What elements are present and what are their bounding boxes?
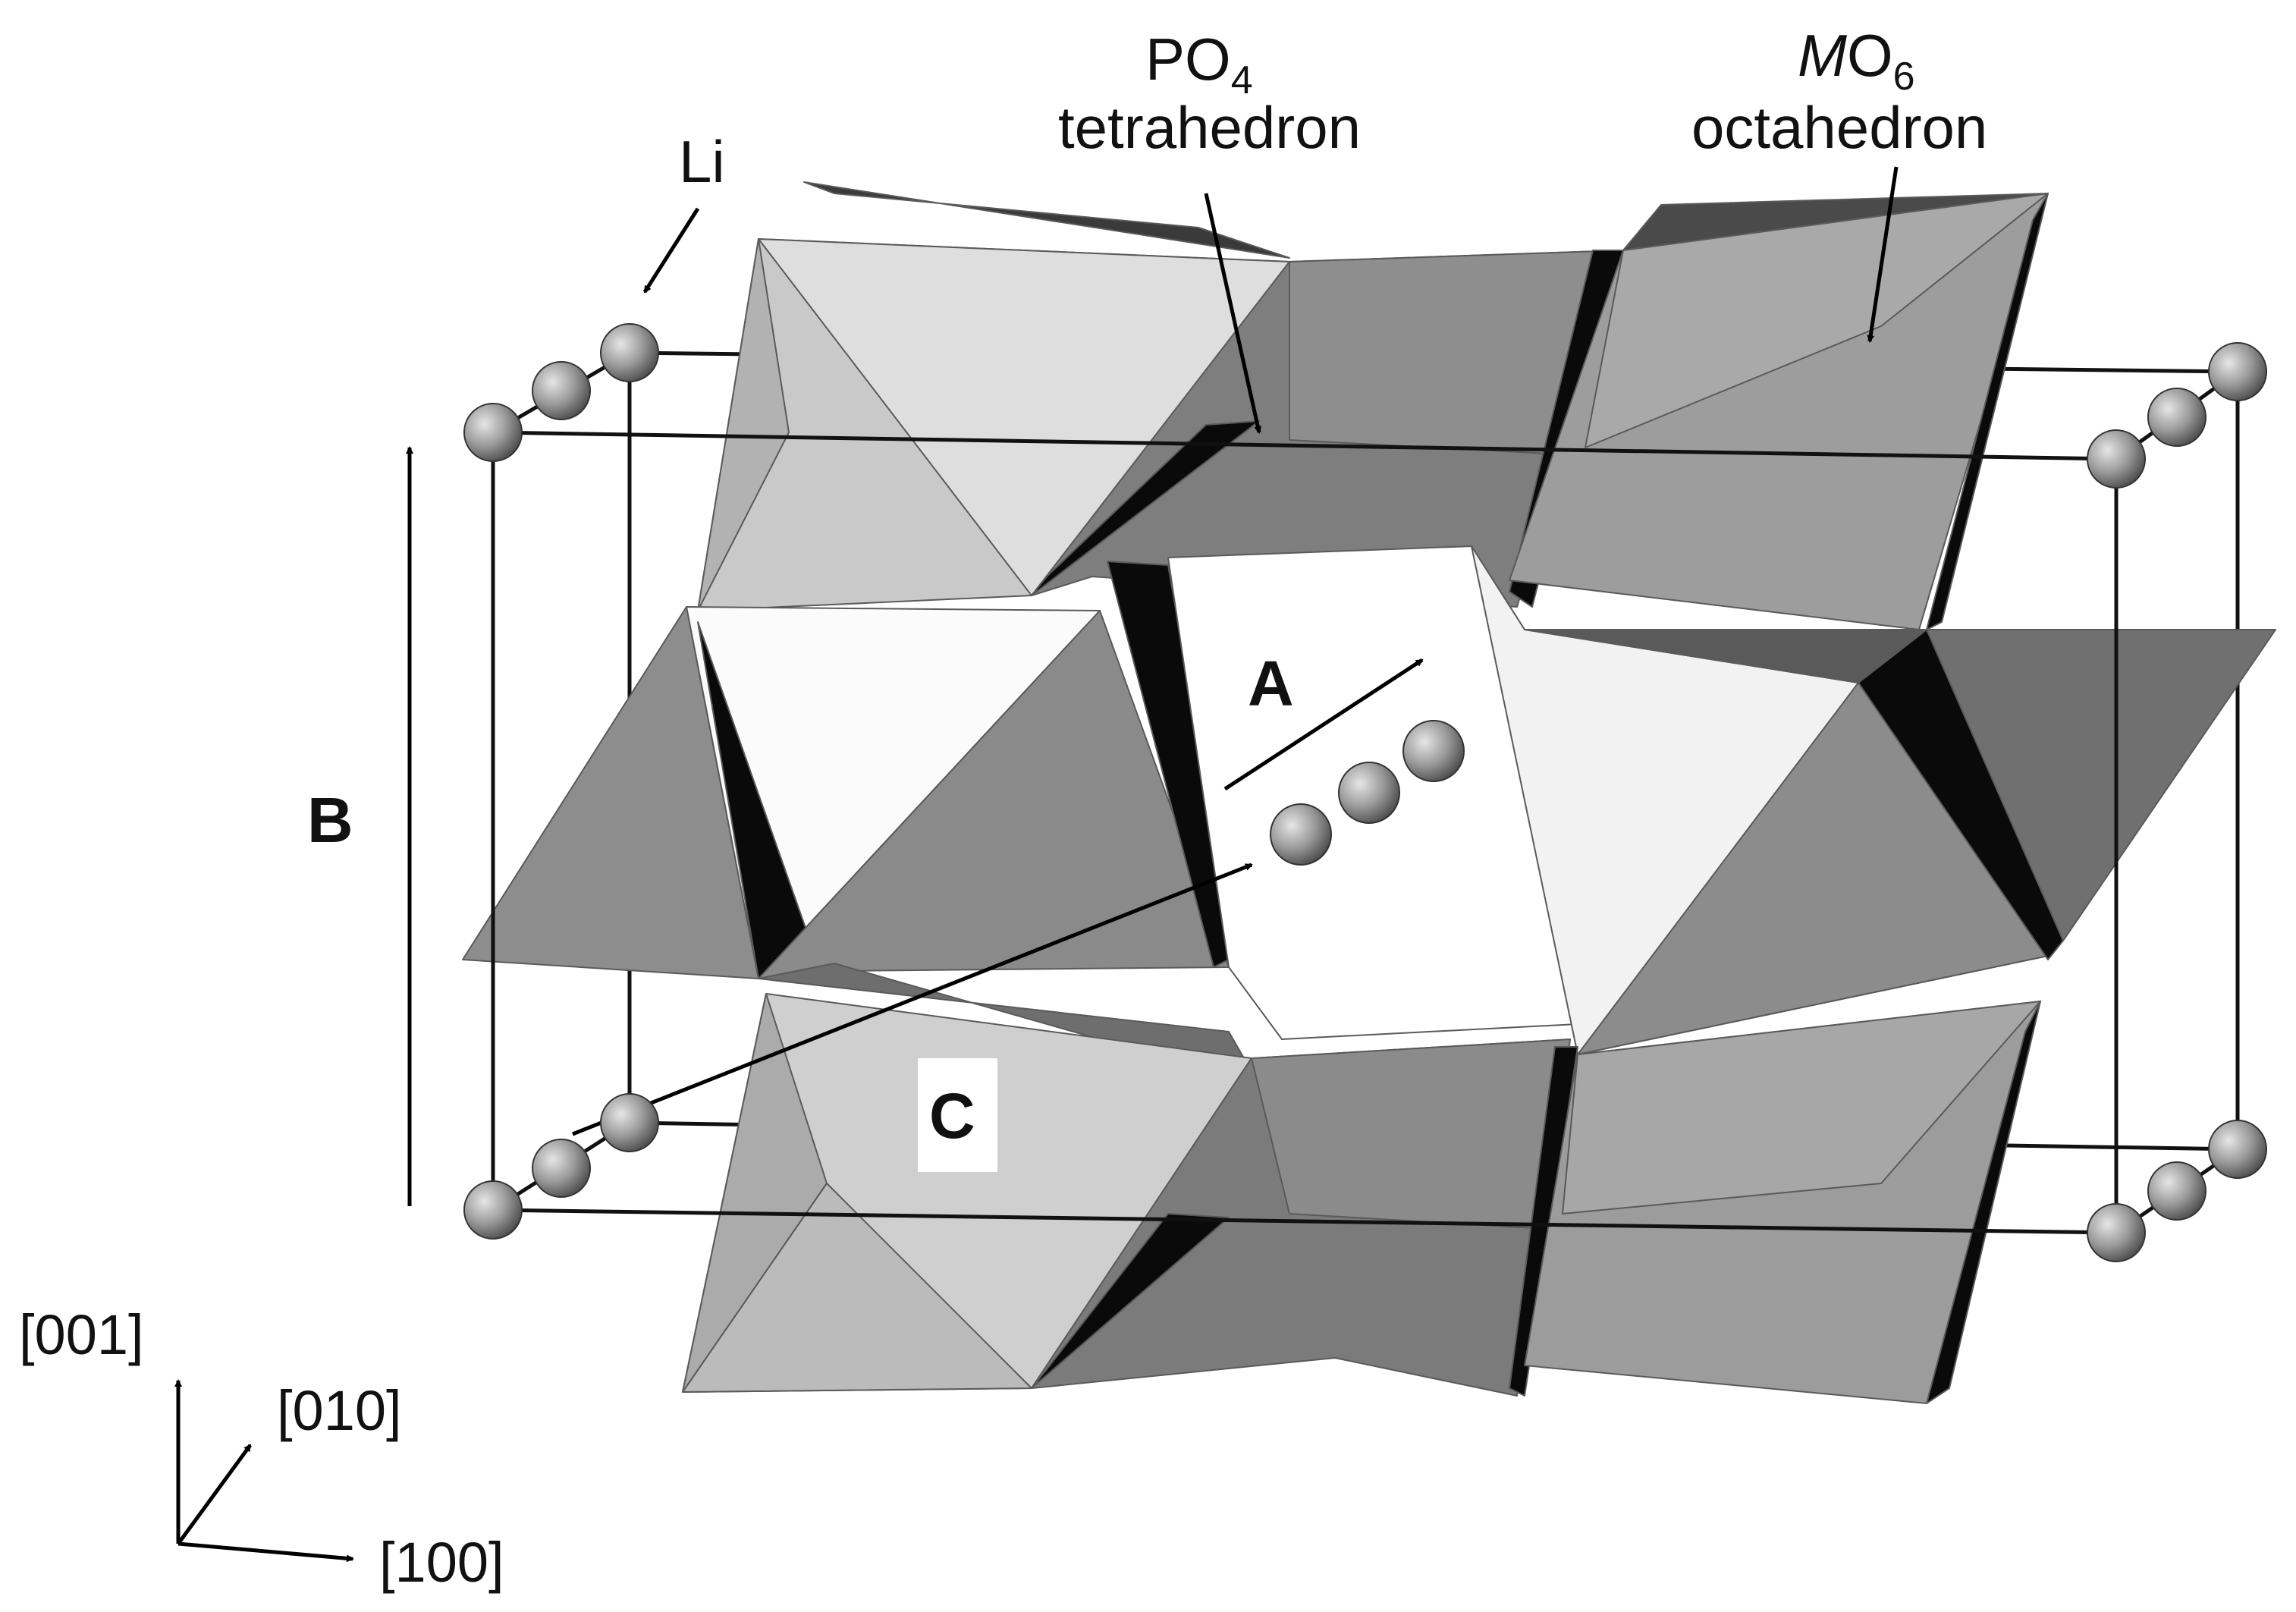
label-po4: PO4 [1145, 26, 1253, 102]
li-atom [2087, 1203, 2146, 1262]
mo6-pointer-arrow [1867, 166, 1899, 343]
arrow-a [1223, 658, 1424, 791]
li-atom [463, 1180, 523, 1240]
octahedron-bottom-middle-shadow [1509, 1046, 1578, 1397]
axis-indicator [174, 1379, 354, 1563]
axis-label-010: [010] [277, 1379, 402, 1442]
axis-label-100: [100] [379, 1531, 504, 1594]
li-atom [463, 403, 523, 462]
label-c: C [929, 1080, 975, 1152]
li-atom [600, 323, 659, 382]
polyhedra-layer [462, 181, 2276, 1404]
octahedron-bottom-middle-face2 [1251, 1039, 1571, 1230]
li-atom [1270, 803, 1332, 866]
axis-010-arrow [176, 1444, 253, 1545]
li-atom [532, 1139, 591, 1198]
label-mo6-m: M [1798, 22, 1847, 89]
li-atom [2147, 1161, 2206, 1221]
octahedron-bottom-right-shadow [1926, 1001, 2041, 1404]
arrow-c [572, 863, 1253, 1136]
label-a: A [1248, 648, 1294, 719]
label-li: Li [679, 128, 725, 195]
axis-100-arrow [177, 1541, 354, 1563]
axis-label-001: [001] [19, 1303, 144, 1366]
octahedron-bottom-left-face3 [682, 1183, 1032, 1393]
li-atom [1338, 762, 1400, 824]
po4-pointer-arrow [1204, 193, 1262, 434]
li-atoms [463, 323, 2267, 1262]
li-atom [1402, 720, 1465, 782]
octahedron-bottom-middle-shadow2 [1031, 1213, 1230, 1389]
label-mo6-line2: octahedron [1691, 94, 1987, 161]
label-b: B [307, 784, 353, 856]
octahedron-top-right-face2 [1585, 193, 2049, 448]
li-atom [2208, 342, 2267, 401]
octahedron-bottom-right-face2 [1562, 1001, 2041, 1214]
octahedron-top-left-back [803, 181, 1290, 259]
octahedron-top-middle-shadow2 [1031, 420, 1260, 596]
label-mo6-o: O [1847, 22, 1893, 89]
li-atom [2208, 1120, 2267, 1179]
li-atom [532, 361, 591, 420]
li-pointer-arrow [642, 207, 700, 294]
label-po4-line2: tetrahedron [1058, 94, 1361, 161]
octahedron-top-left-face3 [697, 238, 790, 611]
li-atom [600, 1093, 659, 1152]
octahedron-mid-right-shadow [1858, 629, 2064, 960]
label-mo6-subscript: 6 [1893, 55, 1915, 99]
label-po4-main: PO [1145, 26, 1231, 93]
label-mo6: MO6 [1798, 22, 1915, 99]
label-c-background [918, 1058, 997, 1172]
label-po4-subscript: 4 [1231, 58, 1253, 102]
li-atom [2087, 429, 2146, 489]
annotation-arrows [406, 166, 1899, 1206]
li-atom [2147, 388, 2206, 447]
